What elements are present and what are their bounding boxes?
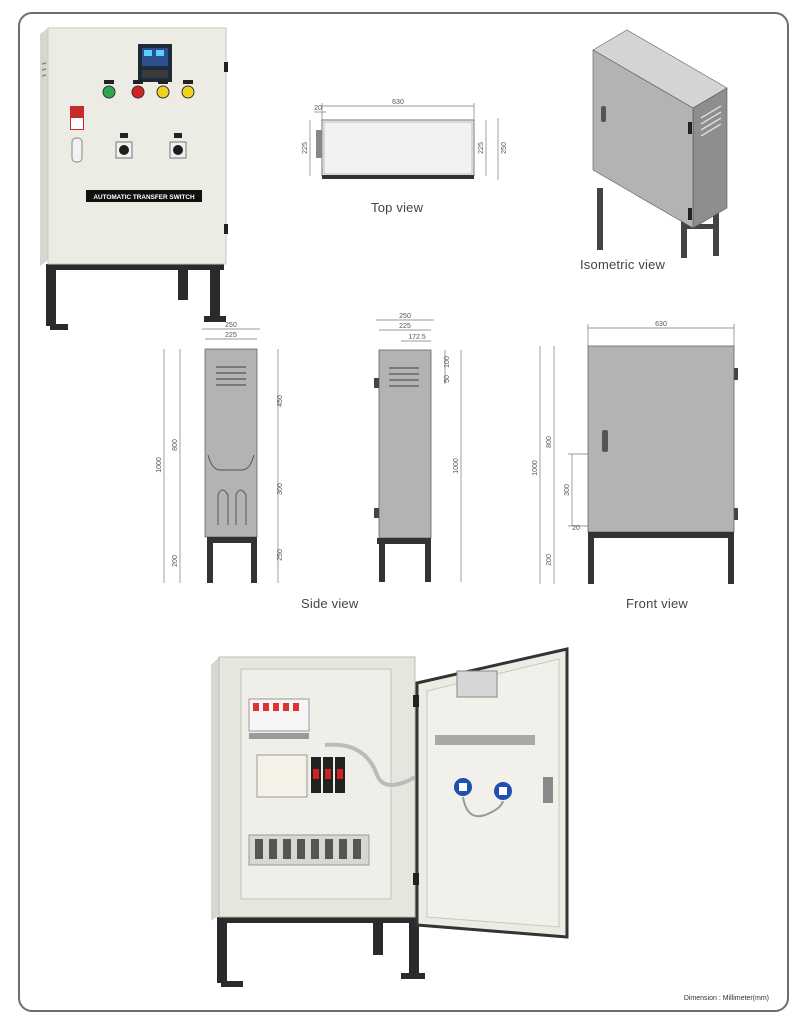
side-left-dim-middle: 300 [277, 483, 284, 495]
side-right-dim-vent: 172.5 [408, 334, 426, 341]
side-right-dim-total: 1000 [453, 458, 460, 474]
isometric-view-caption: Isometric view [580, 257, 666, 272]
front-view-dim-gap: 20 [572, 525, 580, 532]
front-view-drawing: 630 1000 800 200 300 20 [532, 321, 738, 584]
front-view-dim-total: 1000 [532, 460, 539, 476]
cabinet-front-photo: AUTOMATIC TRANSFER SWITCH [40, 27, 228, 330]
side-right-dim-top-a: 100 [444, 356, 451, 368]
top-view-dim-depth-outer: 250 [501, 142, 508, 154]
side-right-dim-width-inner: 225 [399, 323, 411, 330]
isometric-view-drawing [592, 29, 728, 258]
side-view-left-drawing: 250 225 1000 800 200 450 300 250 [156, 322, 284, 583]
side-view-right-drawing: 250 225 172.5 100 50 1000 [374, 313, 462, 582]
top-view-drawing: 630 20 225 225 250 [302, 99, 508, 180]
dimension-note: Dimension : Millimeter(mm) [683, 995, 769, 1002]
label-strip-text: AUTOMATIC TRANSFER SWITCH [93, 194, 195, 201]
side-left-dim-lower: 250 [277, 549, 284, 561]
side-left-dim-width-inner: 225 [225, 332, 237, 339]
side-right-dim-top-b: 50 [444, 375, 451, 383]
side-left-dim-body: 800 [172, 439, 179, 451]
cabinet-open-photo [211, 647, 569, 987]
top-view-caption: Top view [371, 200, 424, 215]
top-view-dim-offset: 20 [314, 105, 322, 112]
side-left-dim-upper: 450 [277, 395, 284, 407]
front-view-dim-width: 630 [655, 321, 667, 328]
front-view-caption: Front view [626, 596, 688, 611]
side-left-dim-stand: 200 [172, 555, 179, 567]
front-view-dim-stand: 200 [546, 554, 553, 566]
top-view-dim-width: 630 [392, 99, 404, 106]
side-right-dim-width-outer: 250 [399, 313, 411, 320]
front-view-dim-handle: 300 [564, 484, 571, 496]
top-view-dim-depth-left: 225 [302, 142, 309, 154]
front-view-dim-body: 800 [546, 436, 553, 448]
side-left-dim-total: 1000 [156, 457, 163, 473]
side-left-dim-width-outer: 250 [225, 322, 237, 329]
side-view-caption: Side view [301, 596, 359, 611]
top-view-dim-depth-inner: 225 [478, 142, 485, 154]
